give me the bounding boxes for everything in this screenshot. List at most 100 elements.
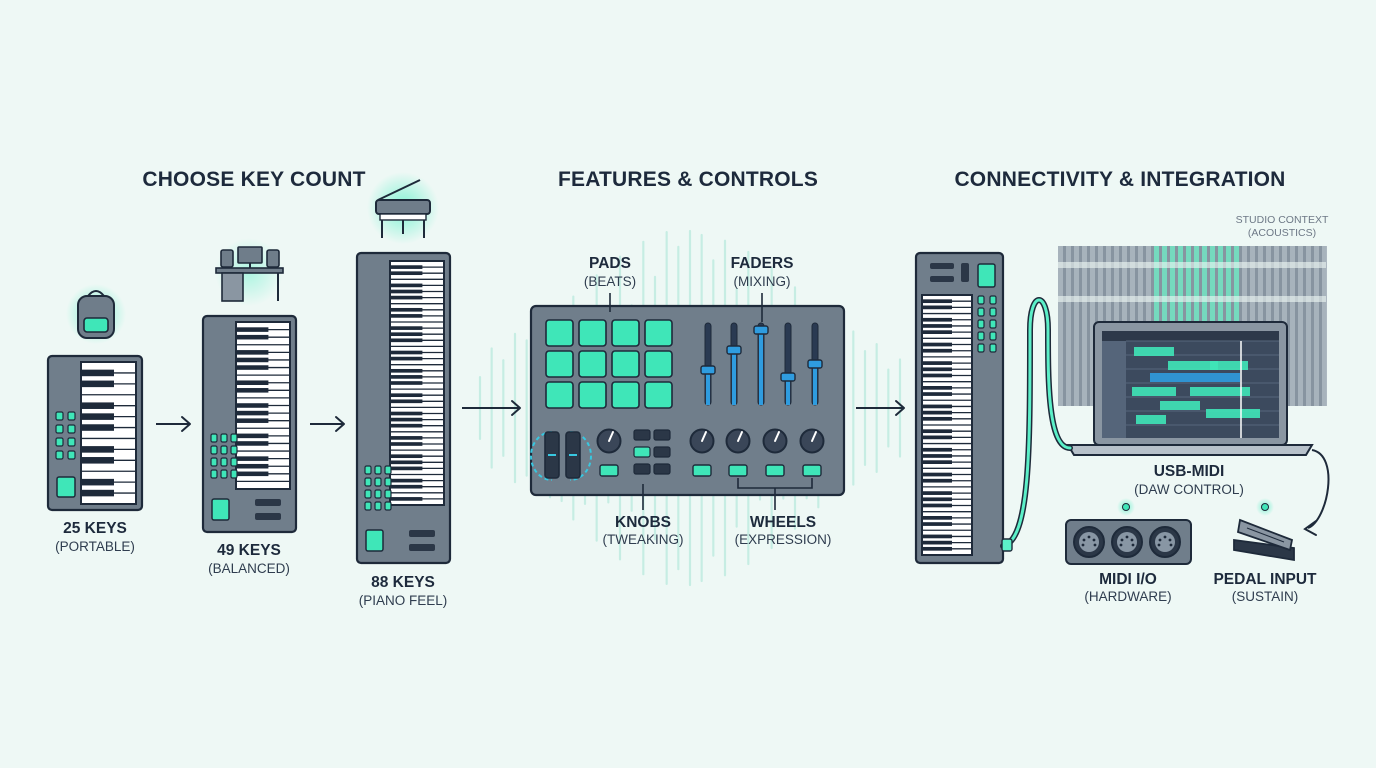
midi-port-inner (1155, 532, 1175, 552)
button-led (220, 433, 228, 443)
acoustic-panel-slat (1082, 246, 1087, 406)
trigger-button (599, 464, 619, 477)
knob-indicator (701, 431, 707, 442)
midi-port-inner (1079, 532, 1099, 552)
midi-pin (1163, 535, 1167, 539)
black-key (390, 417, 423, 422)
black-key (922, 367, 952, 372)
button-led (989, 307, 997, 317)
black-key (390, 375, 423, 379)
black-key (922, 373, 952, 378)
piano-lid (377, 179, 421, 201)
sub-usb-midi: (DAW CONTROL) (1134, 482, 1244, 497)
midi-pin (1169, 543, 1173, 547)
black-key (236, 471, 269, 477)
backpack-pocket (83, 317, 109, 333)
trigger-button (765, 464, 785, 477)
drum-pad (611, 350, 640, 378)
black-key (390, 484, 423, 489)
black-key (81, 380, 114, 388)
acoustic-panel-slat (1090, 246, 1095, 406)
button-led (67, 411, 76, 421)
daw-clip (1206, 409, 1260, 418)
label-faders: FADERS (730, 255, 794, 272)
black-key (390, 283, 423, 288)
black-key (922, 540, 952, 545)
label-pads: PADS (589, 255, 631, 272)
black-key (236, 380, 269, 386)
black-key (81, 478, 114, 486)
black-key (390, 423, 423, 428)
black-key (922, 348, 952, 353)
label-usb-midi: USB-MIDI (1153, 463, 1225, 480)
fader-cap (726, 345, 742, 355)
control-slot (930, 276, 954, 282)
button-led (989, 319, 997, 329)
transport-button (255, 499, 281, 506)
black-key (922, 546, 952, 551)
black-key (236, 463, 269, 469)
piano-keys (379, 213, 427, 221)
black-key (390, 399, 423, 404)
daw-clip (1134, 347, 1174, 356)
heading-key-count: CHOOSE KEY COUNT (142, 168, 366, 191)
black-key (390, 497, 423, 501)
black-key (922, 497, 952, 502)
black-key (390, 442, 423, 446)
black-key (390, 314, 423, 318)
pedal-status-led (1261, 503, 1269, 511)
black-key (922, 534, 952, 539)
keyboard-use-icons (66, 172, 439, 344)
button-led (384, 489, 392, 499)
black-key (390, 356, 423, 361)
fader-cap (807, 359, 823, 369)
studio-desk-icon (215, 238, 284, 306)
acoustic-panel-slat (1306, 246, 1311, 406)
control-slot (930, 263, 954, 269)
desk-top (215, 267, 284, 274)
midi-pin (1119, 543, 1123, 547)
button-led (977, 319, 985, 329)
fader-cap (700, 365, 716, 375)
daw-track-list (1102, 341, 1126, 438)
sub-faders: (MIXING) (733, 274, 791, 289)
black-key (922, 472, 952, 477)
button-led (384, 465, 392, 475)
monitor (237, 246, 263, 264)
button-led (55, 424, 64, 434)
daw-clip (1136, 415, 1166, 424)
acoustic-panel-slat (1298, 246, 1303, 406)
knob-indicator (737, 431, 743, 442)
arrow-head (335, 416, 345, 432)
black-key (390, 265, 423, 269)
drum-pad (578, 319, 607, 347)
button-led (977, 343, 985, 353)
black-key (922, 460, 952, 464)
label-pedal-input: PEDAL INPUT (1213, 571, 1317, 588)
knob-indicator (774, 431, 780, 442)
black-key (236, 433, 269, 439)
black-key (390, 411, 423, 416)
button-led (55, 437, 64, 447)
speaker-right (266, 249, 280, 268)
acoustic-panel-slat (1314, 246, 1319, 406)
keyboard-88-keys (355, 251, 452, 565)
black-key (922, 447, 952, 452)
panel-highlight (1058, 262, 1326, 268)
label-25-keys: 25 KEYS (63, 520, 127, 537)
black-key (236, 388, 269, 393)
keyboard-25-keys (46, 354, 144, 512)
transport-button (255, 513, 281, 520)
black-key (390, 478, 423, 483)
black-key (236, 365, 269, 370)
black-key (390, 436, 423, 440)
black-key (390, 295, 423, 300)
drum-pad (644, 350, 673, 378)
button-led (989, 295, 997, 305)
laptop-base (1066, 444, 1314, 456)
black-key (81, 457, 114, 464)
drum-pad (545, 319, 574, 347)
black-key (922, 386, 952, 390)
button-led (384, 477, 392, 487)
acoustic-panel-slat (1058, 246, 1063, 406)
